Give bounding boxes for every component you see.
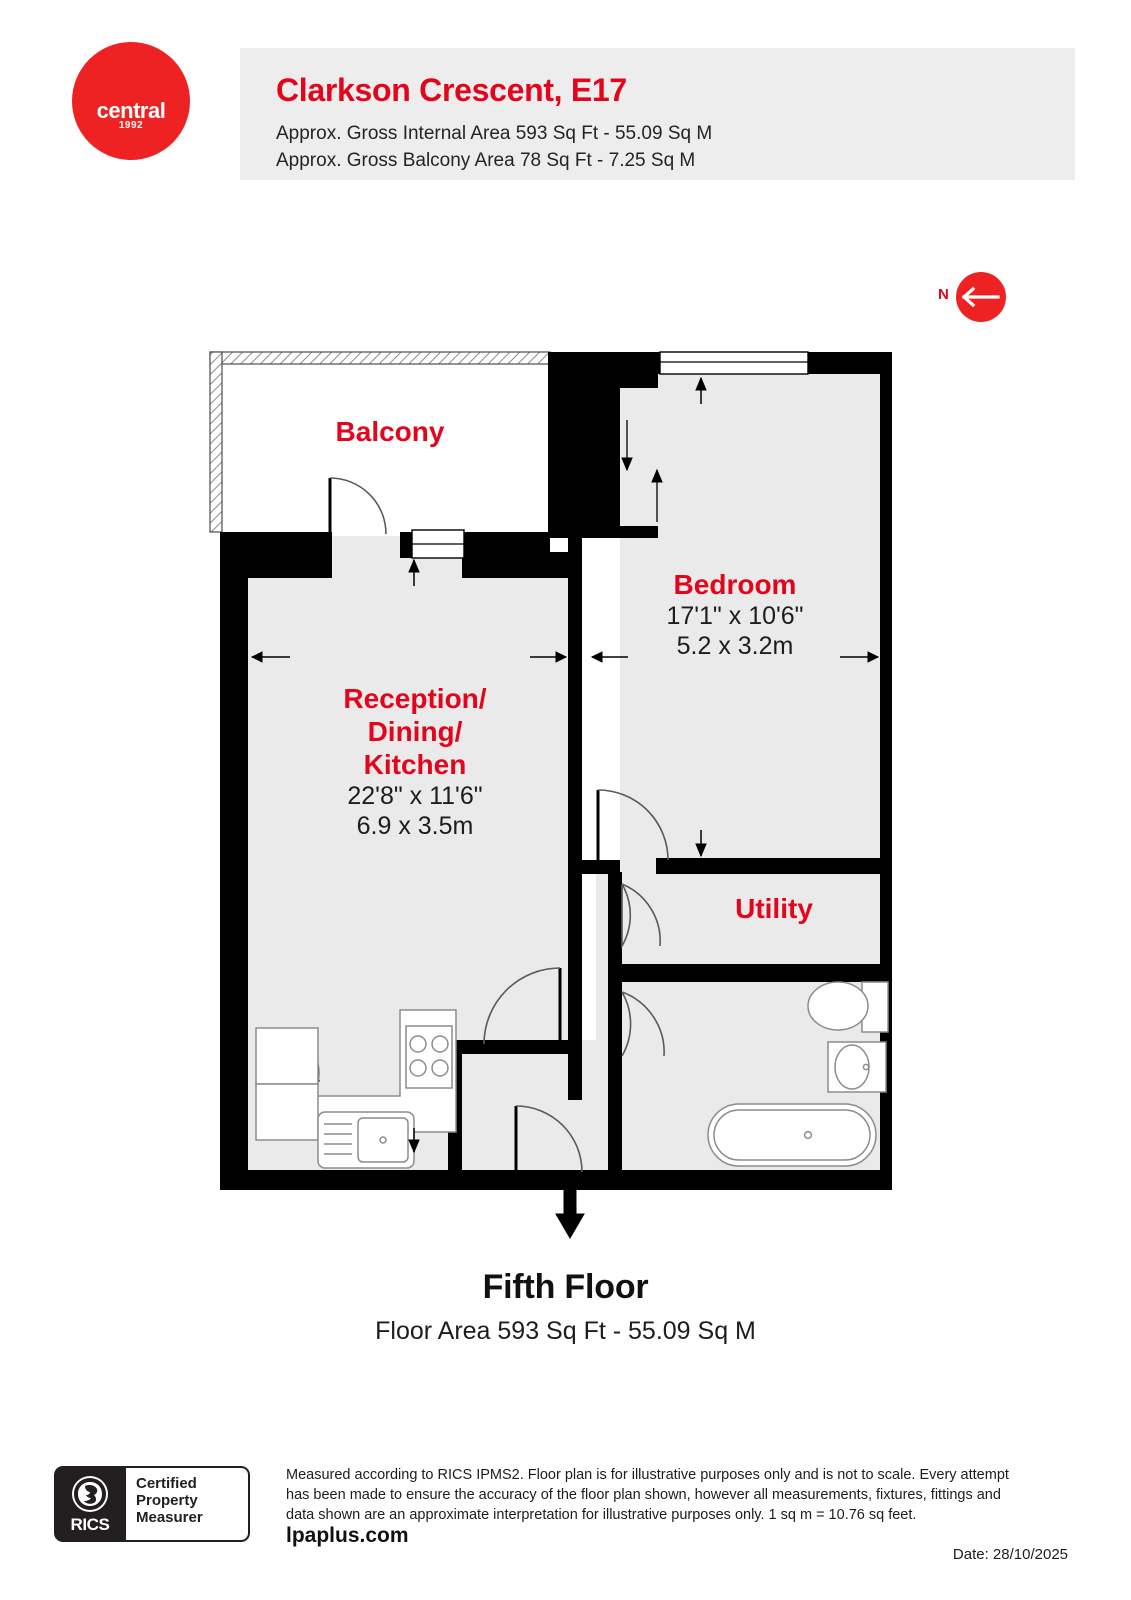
utility-name: Utility — [735, 893, 813, 924]
gross-internal-area-text: Approx. Gross Internal Area 593 Sq Ft - … — [276, 123, 713, 144]
wall-reception-top-left — [220, 532, 332, 558]
floor-area-text: Floor Area 593 Sq Ft - 55.09 Sq M — [375, 1317, 756, 1345]
wall-bathroom-left — [608, 980, 622, 1184]
header-band — [240, 48, 1075, 180]
bedroom-imperial-dims: 17'1" x 10'6" — [666, 602, 804, 631]
bathtub-icon — [707, 1103, 877, 1167]
wall-hallway-top — [448, 1040, 568, 1054]
wall-south-exterior — [220, 1170, 892, 1190]
rics-text-line3: Measurer — [136, 1508, 203, 1526]
site-url-link[interactable]: lpaplus.com — [286, 1524, 409, 1547]
wall-bedroom-bottom — [656, 858, 892, 874]
rics-logo-block: RICS — [54, 1466, 126, 1542]
floor-caption: Fifth Floor Floor Area 593 Sq Ft - 55.09… — [0, 1268, 1131, 1346]
hall-link-floor — [596, 860, 656, 1180]
bedroom-metric-dims: 5.2 x 3.2m — [676, 632, 794, 661]
room-label-utility: Utility — [664, 892, 884, 925]
dim-alcove — [621, 420, 663, 522]
basin-icon — [827, 1041, 887, 1093]
wall-reception-notch-left — [248, 558, 332, 578]
wall-bedroom-top-right — [804, 352, 892, 374]
disclaimer-text: Measured according to RICS IPMS2. Floor … — [286, 1465, 1068, 1525]
compass-arrow-icon — [961, 286, 1000, 308]
rics-text-line1: Certified — [136, 1475, 197, 1492]
reception-imperial-dims: 22'8" x 11'6" — [347, 782, 483, 811]
bedroom-alcove-floor — [596, 430, 658, 530]
dim-reception-width — [250, 651, 568, 663]
cupboard-icon — [255, 1027, 319, 1085]
door-balcony — [328, 477, 387, 535]
bedroom-name: Bedroom — [673, 569, 797, 600]
cupboard-lower-icon — [255, 1083, 319, 1141]
wall-west-exterior — [220, 532, 248, 1184]
door-kitchen-cupboard — [296, 1029, 320, 1083]
fixtures — [255, 981, 889, 1169]
balcony-wall-top — [209, 351, 551, 365]
door-main-entrance — [514, 1105, 583, 1173]
brand-name: central — [96, 98, 166, 123]
room-label-bedroom: Bedroom 17'1" x 10'6" 5.2 x 3.2m — [600, 568, 870, 661]
counter-icon — [311, 1009, 457, 1133]
compass-north-indicator: N — [938, 272, 1006, 322]
wall-reception-top-right — [462, 532, 550, 558]
balcony-wall-left — [209, 351, 223, 533]
wall-utility-bottom — [620, 964, 892, 982]
reception-name-line2: Dining/ — [367, 716, 463, 748]
wall-utility-left — [608, 872, 622, 982]
wall-alcove-top — [584, 374, 658, 388]
door-utility — [621, 883, 661, 949]
door-bedroom — [596, 789, 669, 861]
wall-east-exterior — [880, 352, 892, 1184]
door-hallway-reception — [483, 967, 562, 1045]
reception-name-line1: Reception/ — [343, 683, 487, 714]
compass-north-label: N — [938, 286, 949, 303]
room-label-balcony: Balcony — [252, 415, 528, 448]
brand-logo: central 1992 — [72, 42, 190, 160]
balcony-name: Balcony — [335, 416, 445, 447]
sink-icon — [317, 1111, 415, 1169]
dim-reception-height — [408, 558, 420, 1154]
hob-icon — [405, 1025, 453, 1089]
rics-certification-text: Certified Property Measurer — [126, 1466, 250, 1542]
entrance-arrow-icon — [555, 1189, 585, 1239]
wall-hallway-left — [448, 1040, 462, 1170]
rics-lion-icon — [72, 1476, 108, 1512]
page-title: Clarkson Crescent, E17 — [276, 72, 627, 108]
floor-name: Fifth Floor — [482, 1268, 649, 1306]
wall-hall-stub — [568, 1040, 582, 1100]
door-bathroom — [621, 991, 665, 1057]
window-bedroom-top — [659, 351, 809, 375]
wall-hall-bedroom-sill — [568, 860, 620, 874]
wall-balcony-door-jamb-left — [400, 532, 414, 558]
wall-alcove-left — [584, 374, 596, 538]
date-stamp: Date: 28/10/2025 — [952, 1546, 1068, 1563]
wall-alcove-bottom — [584, 526, 658, 538]
brand-year: 1992 — [118, 120, 144, 131]
reception-name-line3: Kitchen — [363, 749, 467, 781]
gross-balcony-area-text: Approx. Gross Balcony Area 78 Sq Ft - 7.… — [276, 150, 696, 171]
room-label-reception: Reception/ Dining/ Kitchen 22'8" x 11'6"… — [270, 682, 560, 841]
wall-reception-notch-right — [462, 552, 580, 578]
wall-bathroom-jamb — [608, 1050, 622, 1066]
windows — [411, 351, 809, 559]
wall-central-vertical — [568, 538, 582, 1046]
bathroom-floor — [620, 980, 880, 1170]
wall-bedroom-top-left — [620, 352, 666, 374]
reception-metric-dims: 6.9 x 3.5m — [356, 812, 474, 841]
rics-wordmark: RICS — [70, 1515, 110, 1534]
hallway-floor — [460, 1040, 620, 1170]
disclaimer-line-3: data shown are an approximate interpreta… — [286, 1507, 917, 1523]
toilet-icon — [807, 981, 889, 1033]
window-balcony-door — [411, 529, 465, 559]
reception-floor — [248, 534, 580, 1170]
rics-certified-badge: RICS Certified Property Measurer — [54, 1466, 250, 1542]
disclaimer-line-1: Measured according to RICS IPMS2. Floor … — [286, 1467, 1009, 1483]
rics-text-line2: Property — [136, 1491, 198, 1509]
disclaimer-line-2: has been made to ensure the accuracy of … — [286, 1487, 1001, 1503]
wall-balcony-bedroom-divider — [548, 352, 620, 538]
